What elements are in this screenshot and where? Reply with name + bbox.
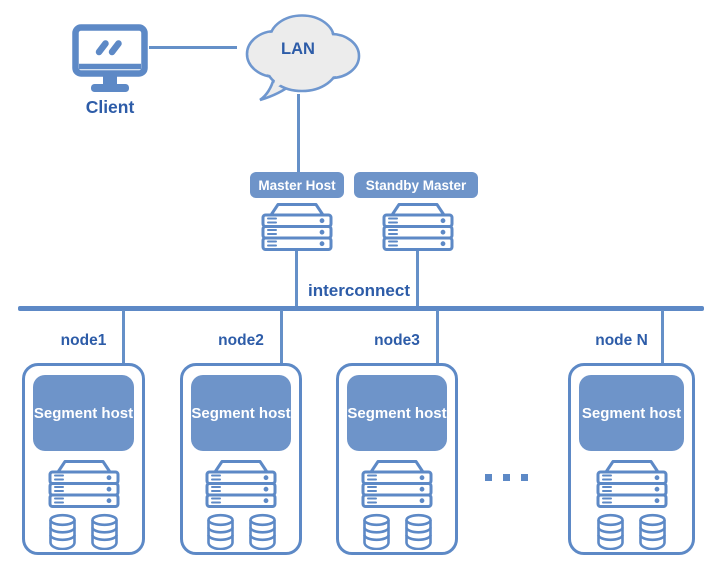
node3-drop-line [436, 310, 439, 365]
server-rack-icon [261, 203, 333, 251]
standby-master-badge: Standby Master [354, 172, 478, 198]
segment-host-box: Segment host [191, 375, 291, 451]
node1-label: node1 [60, 332, 107, 349]
node3-container: Segment host [336, 363, 458, 555]
monitor-icon [72, 24, 148, 92]
server-rack-icon [596, 460, 667, 508]
database-cylinder-icon [91, 513, 118, 550]
node2-container: Segment host [180, 363, 302, 555]
database-cylinder-icon [248, 513, 276, 550]
master-host-badge: Master Host [250, 172, 344, 198]
interconnect-label: interconnect [307, 281, 411, 300]
database-cylinder-icon [404, 513, 432, 550]
segment-host-box: Segment host [33, 375, 134, 451]
node2-drop-line [280, 310, 283, 365]
ellipsis-dot [521, 474, 528, 481]
server-rack-icon [205, 460, 277, 508]
database-group [48, 513, 119, 550]
segment-host-label: Segment host [581, 404, 682, 422]
ellipsis-dot [503, 474, 510, 481]
nodeN-container: Segment host [568, 363, 695, 555]
standby-bus-line [416, 250, 419, 307]
database-cylinder-icon [362, 513, 390, 550]
nodeN-drop-line [661, 310, 664, 365]
database-group [362, 513, 433, 550]
server-rack-icon [382, 203, 454, 251]
ellipsis [485, 474, 528, 481]
segment-host-label: Segment host [33, 404, 134, 422]
database-cylinder-icon [49, 513, 76, 550]
lan-master-line [297, 94, 300, 173]
node1-drop-line [122, 310, 125, 365]
master-host-label: Master Host [258, 177, 336, 193]
database-group [596, 513, 667, 550]
cloud-icon [245, 14, 361, 102]
ellipsis-dot [485, 474, 492, 481]
segment-host-label: Segment host [347, 404, 447, 422]
node2-label: node2 [218, 332, 264, 349]
client-lan-line [149, 46, 237, 49]
nodeN-label: node N [595, 332, 648, 349]
database-group [206, 513, 277, 550]
lan-label: LAN [281, 40, 315, 58]
segment-host-label: Segment host [191, 404, 291, 422]
standby-master-label: Standby Master [365, 177, 467, 193]
node3-label: node3 [374, 332, 420, 349]
database-cylinder-icon [597, 513, 624, 550]
server-rack-icon [48, 460, 119, 508]
database-cylinder-icon [639, 513, 666, 550]
server-rack-icon [361, 460, 433, 508]
segment-host-box: Segment host [347, 375, 447, 451]
interconnect-bus-line [18, 306, 704, 311]
node1-container: Segment host [22, 363, 145, 555]
master-bus-line [295, 250, 298, 307]
segment-host-box: Segment host [579, 375, 684, 451]
database-cylinder-icon [206, 513, 234, 550]
client-label: Client [85, 97, 135, 117]
